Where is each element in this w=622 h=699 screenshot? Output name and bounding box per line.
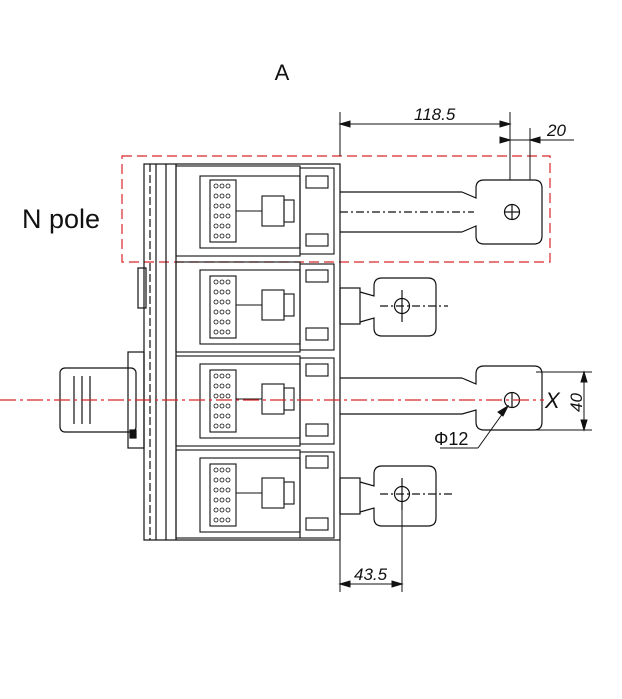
n-pole-highlight-box xyxy=(121,155,551,263)
dimension-bottom-horizontal-label: 43.5 xyxy=(354,565,388,584)
terminal-dot-grids xyxy=(213,183,231,523)
axis-marker-label: X xyxy=(544,388,561,413)
pole-module-3 xyxy=(175,355,335,447)
dimension-hole-diameter-label: Φ12 xyxy=(434,429,468,449)
dimension-right-vertical-label: 40 xyxy=(567,393,586,412)
terminal-4-short xyxy=(339,465,452,527)
terminal-n-long xyxy=(340,179,543,245)
dimension-bottom-horizontal xyxy=(338,510,404,592)
view-label: A xyxy=(275,60,290,85)
terminal-3-long xyxy=(340,365,543,431)
pole-modules xyxy=(175,165,335,539)
dimension-top-overall xyxy=(338,112,512,180)
dimension-right-vertical xyxy=(536,370,592,432)
terminal-2-short xyxy=(339,277,448,337)
pole-module-n xyxy=(175,165,335,257)
dimension-top-small xyxy=(499,128,574,180)
dimension-top-overall-label: 118.5 xyxy=(414,105,456,124)
pole-module-2 xyxy=(175,261,335,353)
n-pole-label: N pole xyxy=(22,204,100,234)
terminals xyxy=(339,179,543,527)
dimension-top-small-label: 20 xyxy=(546,121,566,140)
pole-module-4 xyxy=(175,449,335,539)
dimension-hole-diameter xyxy=(440,404,510,449)
